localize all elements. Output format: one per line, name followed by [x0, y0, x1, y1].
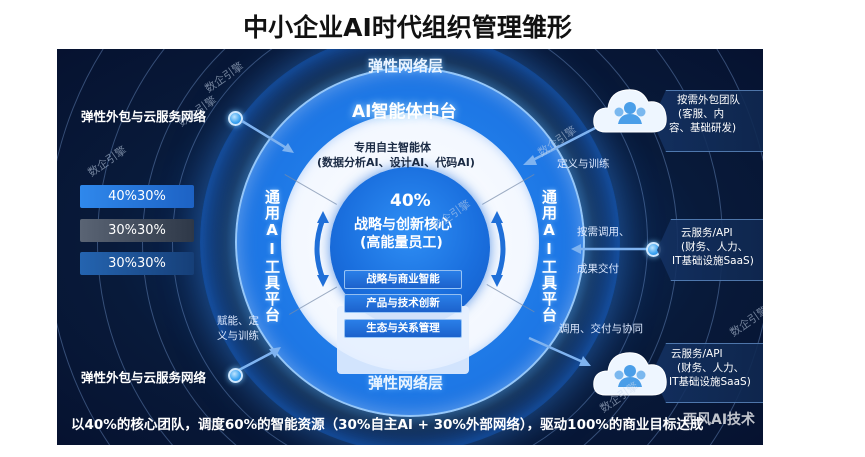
- brand-watermark: 西风AI技术: [683, 412, 756, 428]
- bidirectional-arrow-right-icon: [491, 211, 506, 287]
- cloud-api-middle-line1: 云服务/API: [681, 227, 733, 239]
- cloud-team-icon: [590, 82, 670, 140]
- elastic-network-label-top: 弹性网络层: [368, 57, 444, 75]
- cloud-api-bottom-line1: 云服务/API: [671, 348, 723, 360]
- capabilities-backing: [337, 306, 469, 374]
- elastic-network-label-bottom: 弹性网络层: [368, 374, 444, 392]
- ratio-box-3: 30%30%: [80, 252, 194, 275]
- on-demand-call-label: 按需调用、: [577, 226, 630, 238]
- cloud-api-bottom-line2: (财务、人力、: [677, 362, 745, 374]
- cloud-api-middle-line3: IT基础设施SaaS): [672, 255, 754, 267]
- cloud-team-icon: [590, 345, 670, 403]
- core-subtitle: (高能量员工): [360, 235, 443, 251]
- bidirectional-arrow-left-icon: [314, 211, 329, 287]
- ratio-box-1: 40%30%: [80, 185, 194, 208]
- general-ai-platform-right: 通用AI工具平台: [540, 189, 558, 323]
- ratio-box-2: 30%30%: [80, 219, 194, 242]
- core-percent: 40%: [390, 191, 431, 211]
- define-train-label: 定义与训练: [557, 158, 610, 170]
- cloud-api-middle-line2: (财务、人力、: [681, 241, 749, 253]
- outsourcing-card-line2: (客服、内: [678, 108, 725, 120]
- diagram-panel: 弹性网络层 AI智能体中台 弹性网络层 通用AI工具平台 通用AI工具平台 专用…: [57, 49, 763, 445]
- elastic-outsourcing-label-top: 弹性外包与云服务网络: [81, 109, 207, 124]
- page-title: 中小企业AI时代组织管理雏形: [243, 13, 572, 42]
- outsourcing-card-line3: 容、基础研发): [669, 122, 737, 134]
- enable-define-train-line1: 赋能、定: [217, 315, 259, 327]
- capability-strategy: 战略与商业智能: [344, 270, 462, 289]
- connector-dot-left-top: [228, 111, 243, 126]
- elastic-outsourcing-label-bottom: 弹性外包与云服务网络: [81, 370, 207, 385]
- call-deliver-collab-label: 调用、交付与协同: [559, 323, 643, 335]
- dedicated-agents-examples: (数据分析AI、设计AI、代码AI): [317, 156, 475, 169]
- arrow-from-top-cloud-icon: [523, 121, 606, 165]
- capability-ecosystem: 生态与关系管理: [344, 319, 462, 338]
- enable-define-train-line2: 义与训练: [217, 330, 259, 342]
- cloud-api-card-bottom: [652, 343, 763, 403]
- arrow-to-hub-icon: [241, 119, 294, 153]
- core-title: 战略与创新核心: [354, 217, 452, 233]
- outsourcing-card-line1: 按需外包团队: [677, 94, 740, 106]
- connector-dot-left-bottom: [228, 368, 243, 383]
- deliver-results-label: 成果交付: [577, 263, 619, 275]
- arrow-left-to-platform-icon: [571, 244, 647, 254]
- arrow-up-to-hub-icon: [236, 347, 281, 373]
- outsourcing-team-card: [652, 90, 763, 152]
- cloud-api-card-middle: [657, 219, 763, 281]
- capability-product: 产品与技术创新: [344, 294, 462, 313]
- cloud-api-bottom-line3: IT基础设施SaaS): [669, 376, 751, 388]
- general-ai-platform-left: 通用AI工具平台: [263, 189, 281, 323]
- ai-hub-label: AI智能体中台: [352, 102, 457, 122]
- dedicated-agents-title: 专用自主智能体: [354, 141, 431, 154]
- footer-summary: 以40%的核心团队，调度60%的智能资源（30%自主AI + 30%外部网络），…: [71, 417, 704, 433]
- arrow-to-bottom-cloud-icon: [528, 336, 591, 366]
